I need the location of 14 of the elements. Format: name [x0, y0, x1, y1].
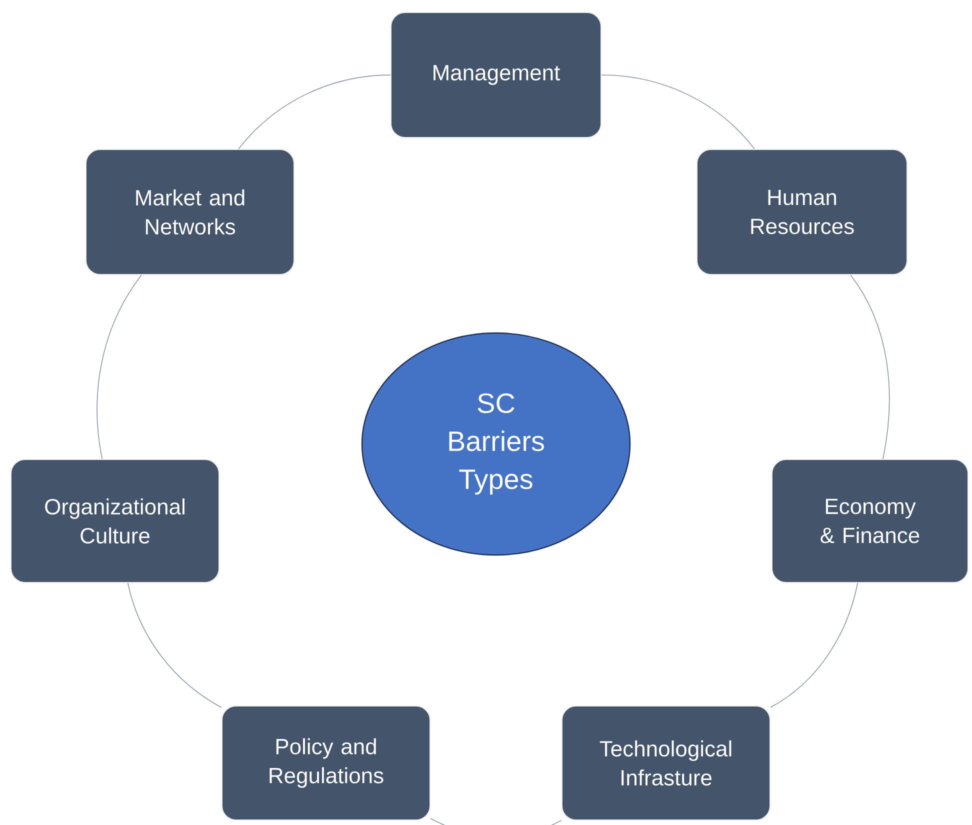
- ring-arc: [430, 818, 562, 825]
- category-box: Human Resources: [696, 149, 908, 275]
- category-box: Management: [390, 12, 602, 138]
- category-box: Organizational Culture: [10, 459, 220, 583]
- category-box: Market and Networks: [86, 149, 294, 275]
- ring-arc: [238, 74, 391, 150]
- ring-arc: [850, 274, 890, 460]
- ring-arc: [601, 74, 755, 150]
- ring-arc: [127, 582, 222, 708]
- ring-arc: [770, 582, 858, 708]
- ring-arc: [96, 274, 142, 460]
- category-box: Policy and Regulations: [222, 706, 430, 820]
- category-box: Technological Infrasture: [562, 706, 770, 820]
- category-box: Economy & Finance: [772, 459, 968, 583]
